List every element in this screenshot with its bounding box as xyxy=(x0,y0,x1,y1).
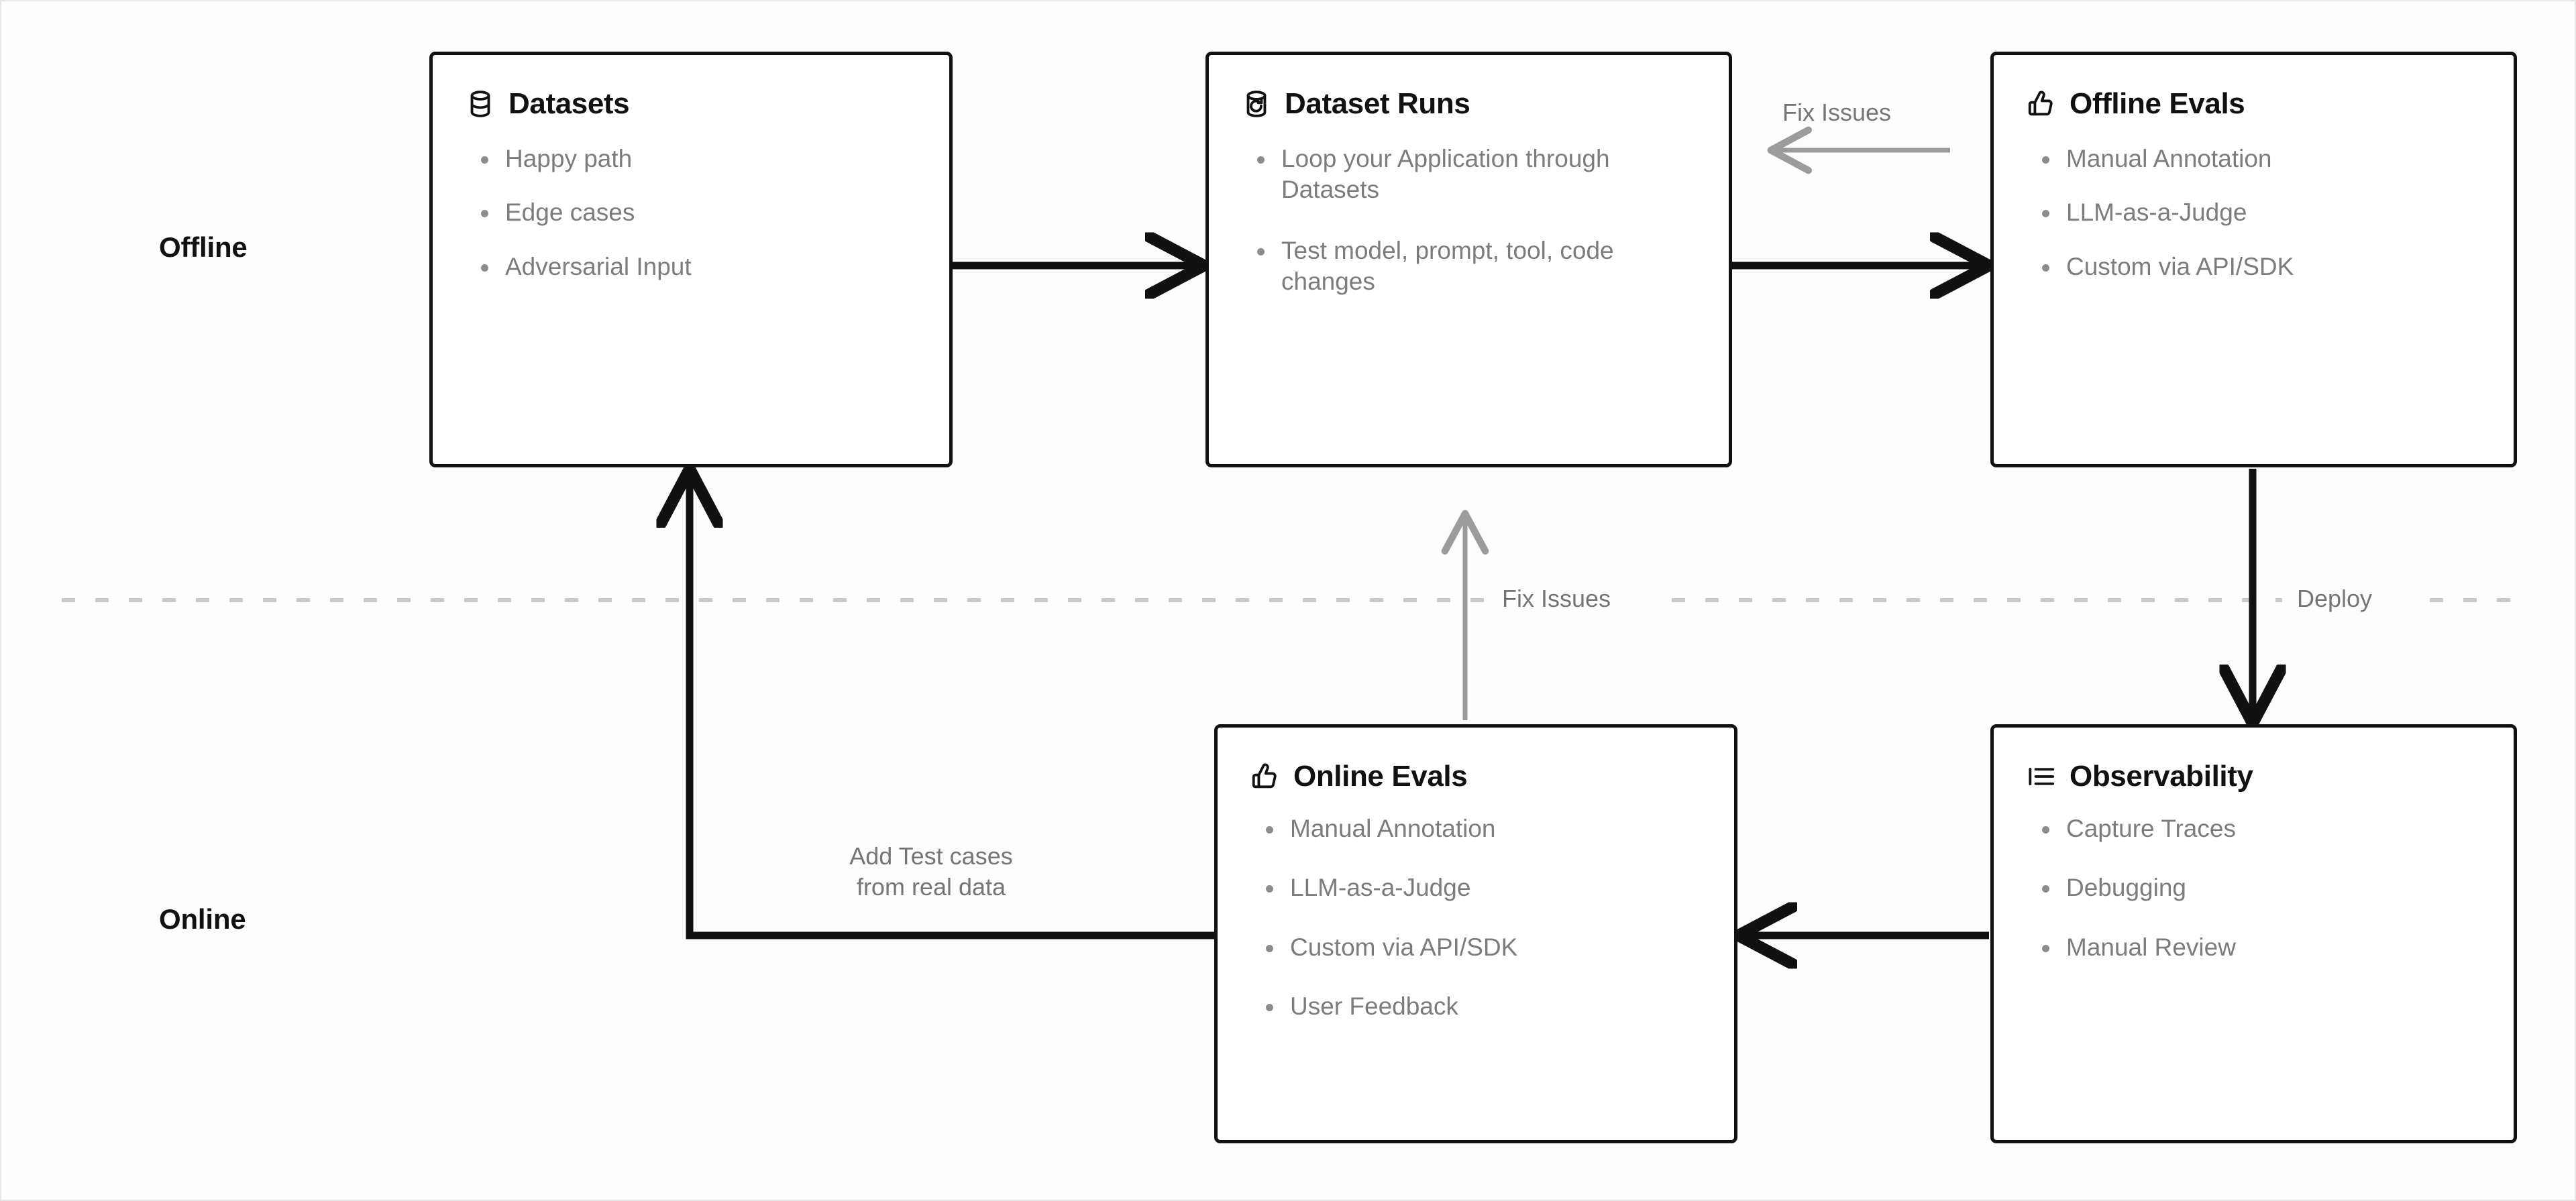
list-item: LLM-as-a-Judge xyxy=(2039,197,2487,228)
node-datasets-list: Happy path Edge cases Adversarial Input xyxy=(433,121,949,282)
node-dataset-runs-list: Loop your Application through Datasets T… xyxy=(1209,121,1729,297)
edge-label-fix-issues-middle: Fix Issues xyxy=(1502,585,1611,612)
node-observability-list: Capture Traces Debugging Manual Review xyxy=(1994,793,2514,963)
thumbs-up-icon xyxy=(2026,89,2057,119)
list-item: Manual Annotation xyxy=(2039,144,2487,174)
node-offline-evals-header: Offline Evals xyxy=(1994,55,2514,121)
database-refresh-icon xyxy=(1241,89,1272,119)
list-item: Manual Review xyxy=(2039,932,2487,963)
list-indent-icon xyxy=(2026,761,2057,792)
node-observability[interactable]: Observability Capture Traces Debugging M… xyxy=(1990,724,2517,1143)
lane-label-online: Online xyxy=(159,903,246,935)
node-online-evals-title: Online Evals xyxy=(1293,760,1468,793)
list-item: Debugging xyxy=(2039,872,2487,903)
node-dataset-runs[interactable]: Dataset Runs Loop your Application throu… xyxy=(1205,52,1732,467)
node-online-evals-list: Manual Annotation LLM-as-a-Judge Custom … xyxy=(1218,793,1734,1022)
list-item: Adversarial Input xyxy=(478,251,922,282)
node-dataset-runs-header: Dataset Runs xyxy=(1209,55,1729,121)
list-item: Manual Annotation xyxy=(1263,813,1707,844)
node-observability-header: Observability xyxy=(1994,728,2514,793)
node-offline-evals-list: Manual Annotation LLM-as-a-Judge Custom … xyxy=(1994,121,2514,282)
list-item: Loop your Application through Datasets xyxy=(1254,144,1702,206)
edge-label-add-test-cases-line1: Add Test cases xyxy=(849,842,1013,870)
node-online-evals[interactable]: Online Evals Manual Annotation LLM-as-a-… xyxy=(1214,724,1737,1143)
edge-label-add-test-cases: Add Test cases from real data xyxy=(814,841,1048,903)
database-icon xyxy=(465,89,496,119)
node-datasets[interactable]: Datasets Happy path Edge cases Adversari… xyxy=(429,52,953,467)
node-online-evals-header: Online Evals xyxy=(1218,728,1734,793)
list-item: Happy path xyxy=(478,144,922,174)
list-item: Test model, prompt, tool, code changes xyxy=(1254,235,1702,298)
node-dataset-runs-title: Dataset Runs xyxy=(1285,87,1470,120)
list-item: Custom via API/SDK xyxy=(2039,251,2487,282)
node-offline-evals-title: Offline Evals xyxy=(2070,87,2245,120)
node-offline-evals[interactable]: Offline Evals Manual Annotation LLM-as-a… xyxy=(1990,52,2517,467)
node-datasets-title: Datasets xyxy=(508,87,630,120)
node-datasets-header: Datasets xyxy=(433,55,949,121)
list-item: Capture Traces xyxy=(2039,813,2487,844)
lane-label-offline: Offline xyxy=(159,231,248,263)
edge-label-deploy: Deploy xyxy=(2297,585,2373,612)
list-item: Edge cases xyxy=(478,197,922,228)
node-observability-title: Observability xyxy=(2070,760,2253,793)
edge-label-add-test-cases-line2: from real data xyxy=(856,873,1006,901)
list-item: User Feedback xyxy=(1263,991,1707,1022)
list-item: Custom via API/SDK xyxy=(1263,932,1707,963)
edge-label-fix-issues-top: Fix Issues xyxy=(1782,99,1892,126)
thumbs-up-icon xyxy=(1250,761,1281,792)
list-item: LLM-as-a-Judge xyxy=(1263,872,1707,903)
edge-add-test-cases xyxy=(690,475,1214,939)
